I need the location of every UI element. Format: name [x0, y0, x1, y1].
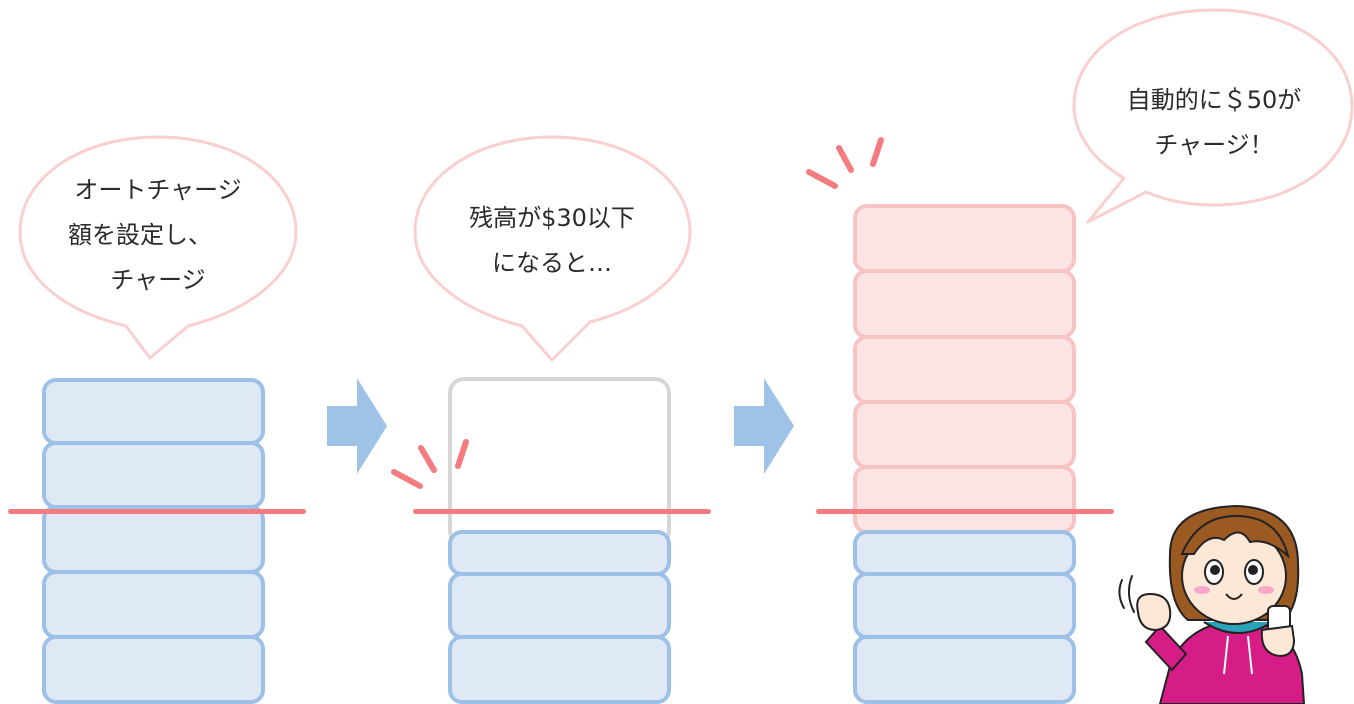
bubble-2-text: 残高が$30以下 になると… — [434, 196, 670, 286]
balance-block — [853, 635, 1076, 704]
alert-burst-icon — [391, 439, 469, 489]
balance-block — [42, 441, 265, 509]
bubble-2-line2: になると… — [492, 249, 612, 277]
bubble-3-line1: 自動的に＄50が — [1126, 86, 1302, 114]
threshold-line-3 — [816, 509, 1114, 514]
bubble-1-text: オートチャージ 額を設定し、 チャージ — [40, 168, 276, 303]
alert-burst-icon — [806, 137, 884, 189]
balance-block — [448, 530, 671, 576]
bubble-1-line1: オートチャージ — [74, 176, 242, 204]
bubble-3-text: 自動的に＄50が チャージ！ — [1096, 78, 1332, 168]
right-arrow-icon — [327, 378, 387, 474]
balance-block — [42, 570, 265, 639]
charged-block — [853, 465, 1076, 534]
bubble-2-line1: 残高が$30以下 — [469, 204, 635, 232]
balance-block — [42, 378, 265, 445]
balance-block — [853, 572, 1076, 639]
right-arrow-icon — [734, 378, 794, 474]
bubble-3-line2: チャージ！ — [1154, 131, 1274, 159]
balance-block — [448, 572, 671, 639]
charged-block — [853, 335, 1076, 404]
threshold-line-1 — [8, 509, 306, 514]
balance-block — [42, 505, 265, 574]
balance-block — [42, 635, 265, 704]
balance-block — [448, 635, 671, 704]
charged-block — [853, 400, 1076, 469]
charged-block — [853, 204, 1076, 273]
girl-with-phone-illustration — [1118, 504, 1306, 704]
bubble-1-line2: 額を設定し、 — [68, 221, 212, 249]
charged-block — [853, 269, 1076, 339]
empty-balance-frame — [448, 377, 671, 547]
bubble-1-line3: チャージ — [110, 266, 206, 294]
balance-block — [853, 530, 1076, 576]
threshold-line-2 — [413, 509, 711, 514]
